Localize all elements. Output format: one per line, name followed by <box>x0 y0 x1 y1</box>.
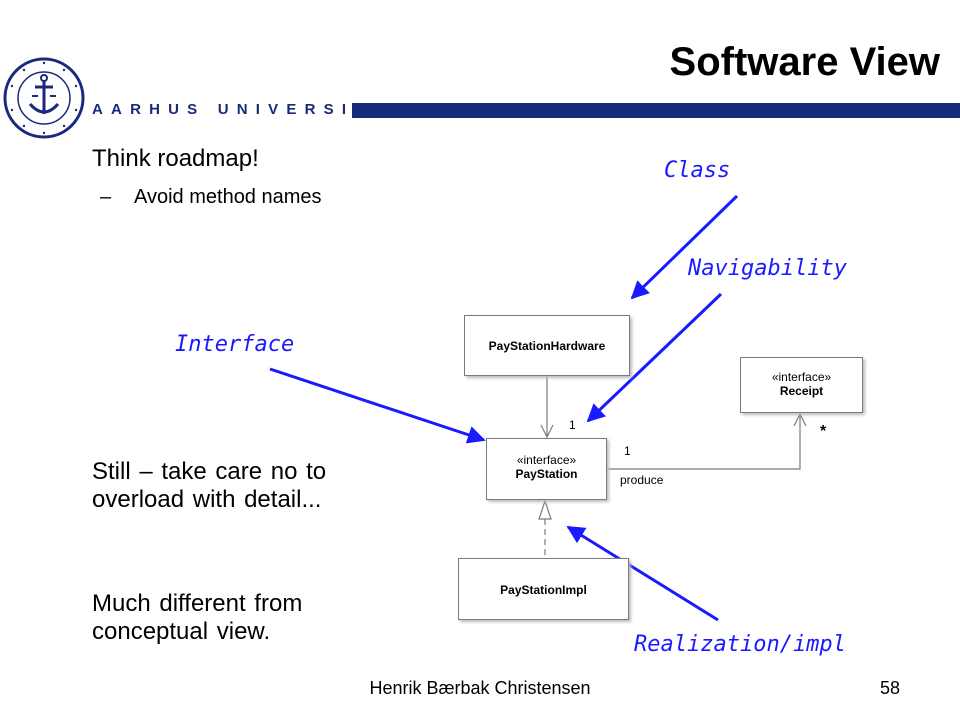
multiplicity-hardware: 1 <box>569 418 576 432</box>
realization-triangle <box>538 499 552 520</box>
interface-annotation-arrow <box>269 367 486 444</box>
multiplicity-receipt: * <box>820 423 827 440</box>
uml-class-paystationimpl: PayStationImpl <box>458 558 629 620</box>
hw-arrowhead <box>540 424 554 439</box>
university-name: AARHUS UNIVERSITET <box>92 101 408 118</box>
class-name: PayStationHardware <box>488 339 606 353</box>
interface-name: PayStation <box>515 467 578 481</box>
realization-annotation-arrow <box>566 525 719 622</box>
multiplicity-paystation: 1 <box>624 444 631 458</box>
annotation-realization: Realization/impl <box>634 632 846 657</box>
receipt-arrowhead <box>793 412 807 427</box>
slide-title: Software View <box>669 40 940 84</box>
footer-author: Henrik Bærbak Christensen <box>369 678 591 698</box>
bullet-overload-detail: Still – take care no to overload with de… <box>92 458 327 513</box>
bullet-think-roadmap: Think roadmap! <box>92 145 259 172</box>
association-label-produce: produce <box>620 473 664 487</box>
annotation-class: Class <box>664 158 731 183</box>
page-number: 58 <box>880 678 901 698</box>
uml-interface-receipt: «interface»Receipt <box>740 357 863 413</box>
uml-class-paystationhardware: PayStationHardware <box>464 315 630 376</box>
sub-bullet-dash: – <box>100 186 112 208</box>
stereotype-label: «interface» <box>771 370 832 384</box>
uml-interface-paystation: «interface»PayStation <box>486 438 607 500</box>
university-seal-logo <box>3 57 85 139</box>
annotation-navigability: Navigability <box>688 256 847 281</box>
stereotype-label: «interface» <box>516 453 577 467</box>
interface-name: Receipt <box>779 384 824 398</box>
class-annotation-arrow <box>630 194 739 300</box>
class-name: PayStationImpl <box>500 583 587 597</box>
bullet-conceptual-view: Much different from conceptual view. <box>92 590 303 645</box>
sub-bullet-avoid-method-names: –Avoid method names <box>100 186 322 209</box>
navigability-annotation-arrow <box>586 292 723 423</box>
header-band <box>352 103 960 118</box>
sub-bullet-text: Avoid method names <box>134 186 322 208</box>
produce-association <box>607 414 801 470</box>
annotation-interface: Interface <box>175 332 295 357</box>
